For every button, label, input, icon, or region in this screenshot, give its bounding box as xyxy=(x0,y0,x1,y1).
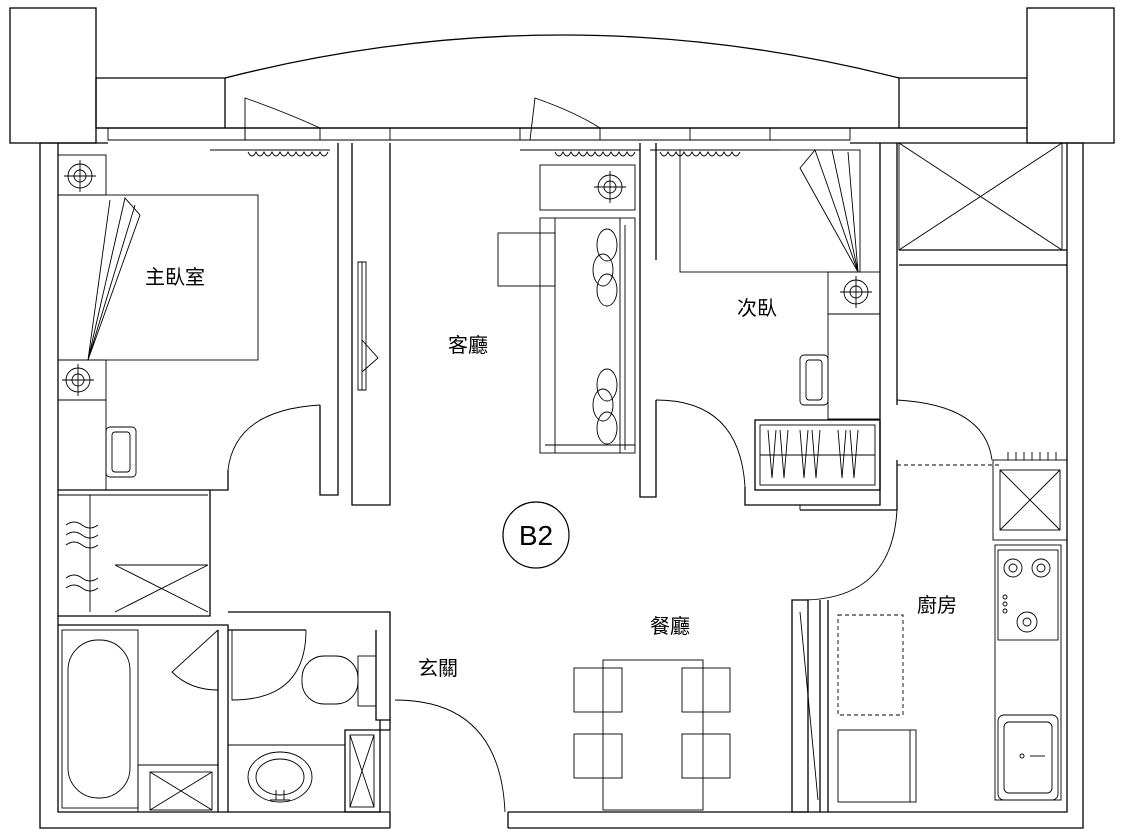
room-label-dining-room: 餐廳 xyxy=(650,615,690,638)
exterior-structure xyxy=(9,7,1115,144)
room-label-entrance: 玄關 xyxy=(418,657,458,680)
room-label-second-bedroom: 次臥 xyxy=(737,297,777,320)
doors xyxy=(171,261,1000,813)
second-bedroom-furniture xyxy=(679,149,881,491)
radiators xyxy=(210,149,780,157)
dining-furniture xyxy=(573,659,731,811)
master-bedroom-furniture xyxy=(57,154,259,592)
living-room-furniture xyxy=(497,164,636,454)
room-label-master-bedroom: 主臥室 xyxy=(145,266,205,289)
outer-walls xyxy=(39,142,1084,829)
kitchen-fixtures xyxy=(837,452,1068,803)
room-labels: 主臥室 客廳 次臥 廚房 餐廳 玄關 xyxy=(145,266,957,680)
bathroom-fixtures xyxy=(61,629,377,811)
interior-walls xyxy=(58,142,1067,813)
unit-label: B2 xyxy=(519,520,553,551)
unit-badge: B2 xyxy=(502,501,570,569)
room-label-kitchen: 廚房 xyxy=(917,593,957,617)
room-label-living-room: 客廳 xyxy=(448,334,488,357)
